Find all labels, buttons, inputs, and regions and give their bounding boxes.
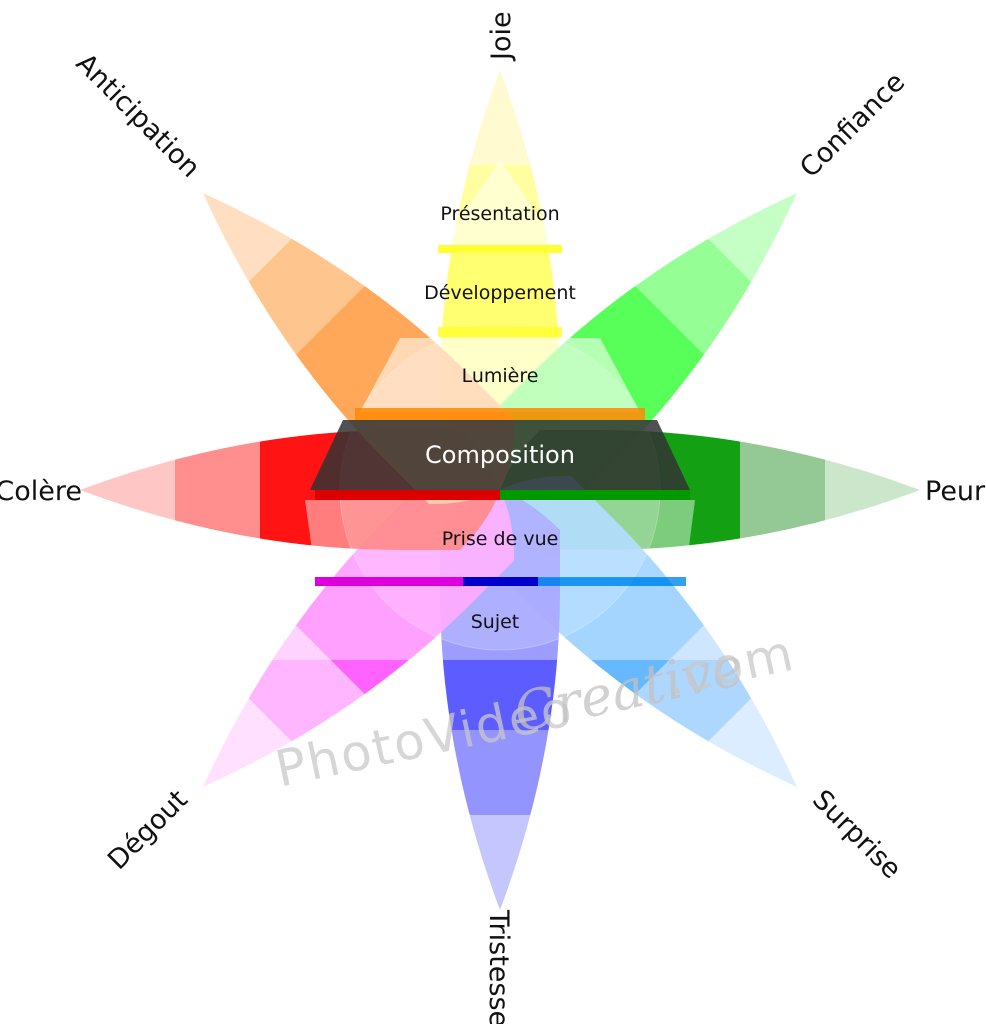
layer-label-composition: Composition — [425, 441, 575, 469]
emotion-label-anticipation: Anticipation — [70, 48, 206, 184]
band-composition-red — [315, 490, 500, 500]
band-composition-green — [500, 490, 690, 500]
band-presentation-line — [438, 245, 562, 253]
emotion-label-colere: Colère — [0, 476, 82, 507]
band-prise-de-vue-sky — [538, 577, 686, 586]
band-prise-de-vue-magenta — [315, 577, 463, 586]
band-prise-de-vue-blue — [463, 577, 538, 586]
emotion-label-degout: Dégout — [102, 784, 194, 876]
emotion-label-joie: Joie — [486, 11, 517, 62]
layer-label-presentation: Présentation — [440, 203, 559, 225]
emotion-label-confiance: Confiance — [794, 67, 911, 184]
emotion-label-tristesse: Tristesse — [483, 909, 514, 1024]
layer-label-prise-de-vue: Prise de vue — [442, 528, 559, 550]
petal-band-tristesse-1 — [440, 815, 560, 910]
petal-band-colere-1 — [80, 430, 175, 550]
layer-label-developpement: Développement — [424, 282, 576, 304]
petal-band-peur-1 — [825, 430, 920, 550]
band-developpement-line — [438, 327, 562, 337]
layer-label-lumiere: Lumière — [462, 365, 539, 387]
emotion-label-surprise: Surprise — [806, 784, 907, 885]
band-lumiere-line — [355, 408, 645, 420]
band-presentation — [442, 160, 558, 245]
band-prise-de-vue — [305, 500, 695, 578]
band-composition — [310, 420, 690, 490]
petal-band-colere-2 — [175, 430, 260, 550]
emotion-label-peur: Peur — [925, 476, 986, 507]
petal-band-joie-1 — [440, 70, 560, 165]
layer-label-sujet: Sujet — [471, 611, 520, 633]
band-lumiere — [360, 338, 640, 412]
band-sujet — [240, 586, 760, 660]
petal-band-peur-2 — [740, 430, 825, 550]
